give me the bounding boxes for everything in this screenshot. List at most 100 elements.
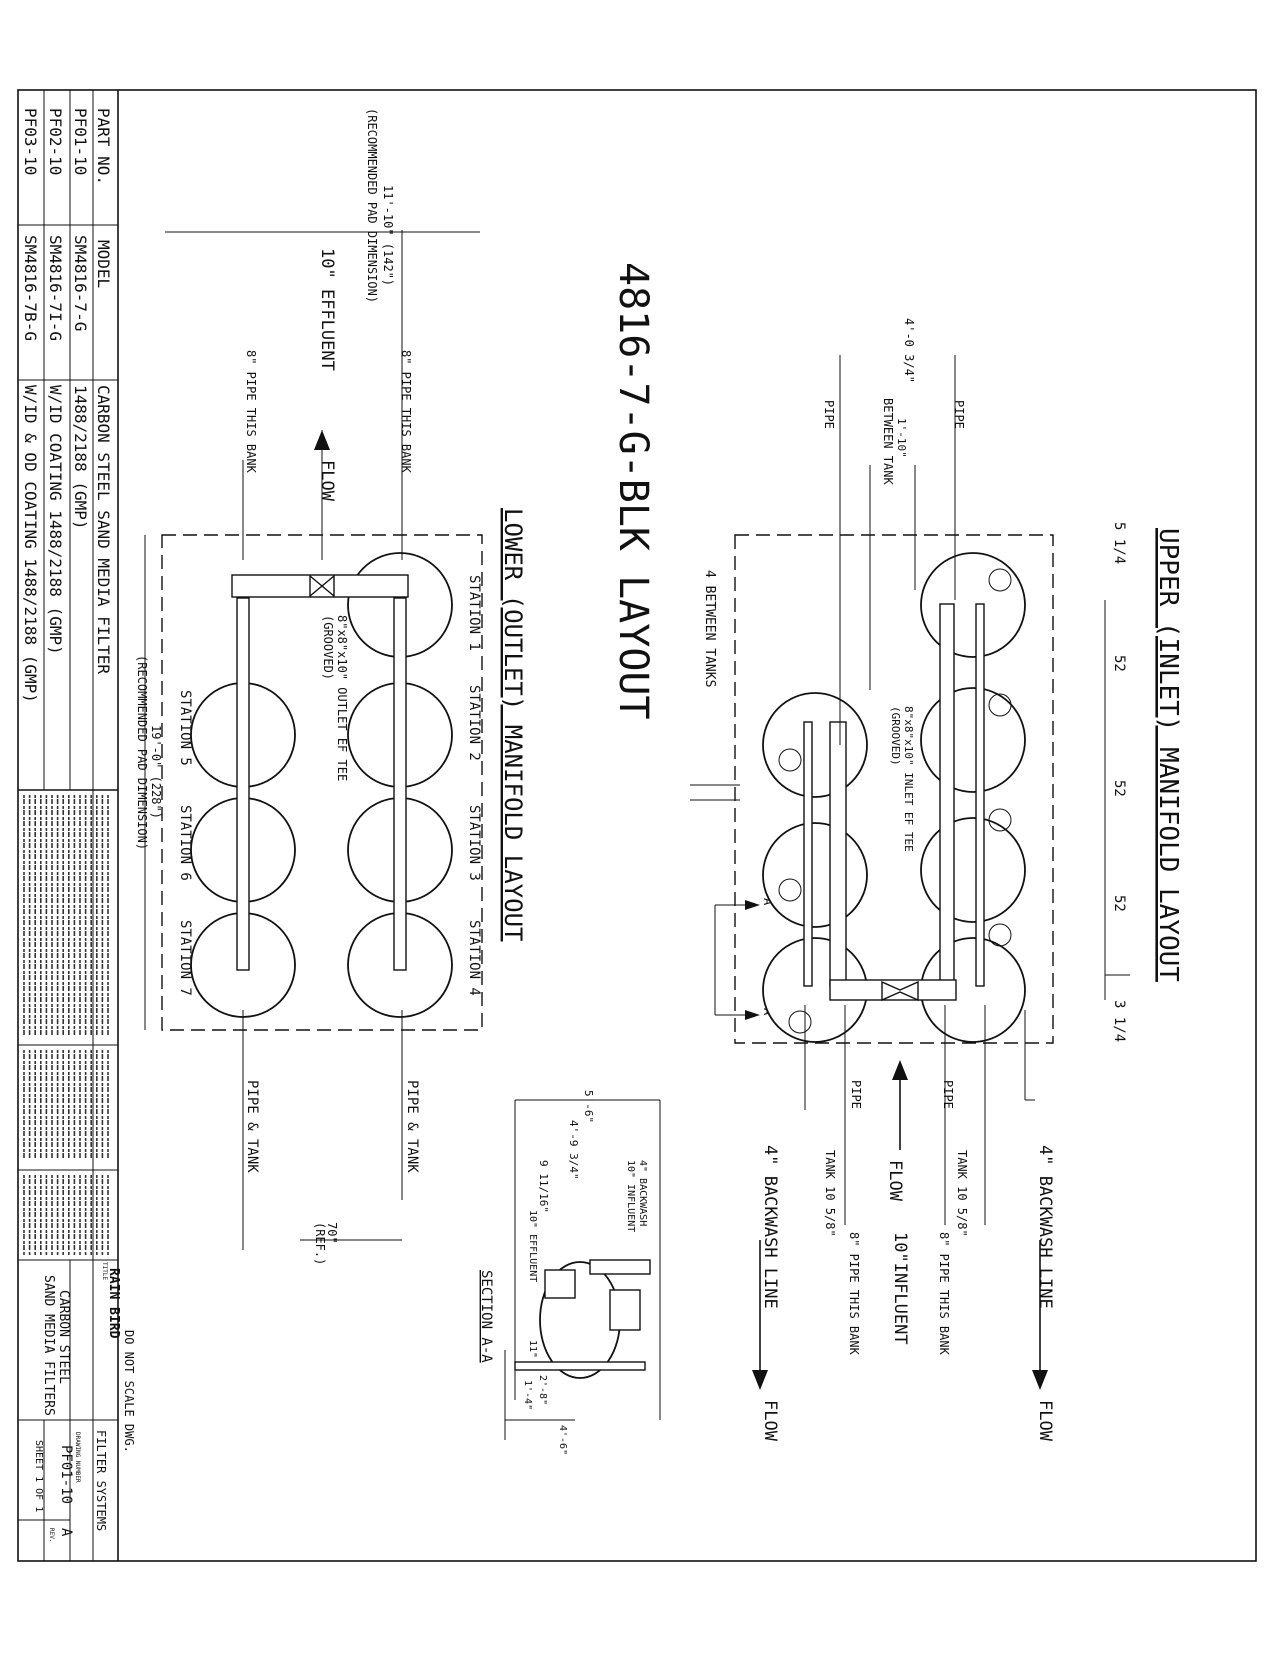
lower-flow: FLOW — [317, 460, 337, 502]
lower-pad-dimension-1: 11'-10" (142") — [381, 185, 395, 286]
title-block — [18, 90, 119, 1561]
lower-pad-dimension-2: (RECOMMENDED PAD DIMENSION) — [365, 108, 379, 303]
lower-pipe-bank-bot: 8" PIPE THIS BANK — [244, 350, 258, 474]
lower-title: LOWER (OUTLET) MANIFOLD LAYOUT — [499, 508, 527, 941]
upper-tank-10-top: TANK 10 5/8" — [955, 1150, 969, 1237]
upper-tank-1 — [920, 552, 1026, 658]
upper-backwash-bot: 4" BACKWASH LINE — [760, 1145, 780, 1309]
lower-pad-dimension-3: 19'-0" (228") — [149, 725, 163, 819]
lower-outlet-tee-2: (GROOVED) — [321, 615, 335, 680]
drawing-border — [17, 89, 1257, 1562]
upper-cl-pipe-1: PIPE — [952, 400, 966, 429]
section-dim-3: 9 11/16" — [537, 1160, 550, 1213]
upper-tank-5 — [762, 692, 868, 798]
title-line-2: SAND MEDIA FILTERS — [41, 1275, 56, 1416]
upper-tank-3 — [920, 817, 1026, 923]
section-dim-1: 5'-6" — [582, 1090, 595, 1123]
table-cell-part-no: PF02-10 — [46, 108, 65, 175]
section-dim-4: 11" — [527, 1340, 538, 1358]
upper-backwash-top: 4" BACKWASH LINE — [1035, 1145, 1055, 1309]
table-cell-part-no: PF01-10 — [71, 108, 90, 175]
section-backwash: 4" BACKWASH — [637, 1160, 648, 1226]
drawing-number: PF01-10 — [58, 1445, 74, 1504]
upper-dim-left: 5 1/4 — [1111, 522, 1127, 564]
filter-systems-label: FILTER SYSTEMS — [94, 1430, 108, 1531]
lower-manifold — [144, 230, 483, 1250]
upper-pipe8-bot: 8" PIPE THIS BANK — [847, 1232, 861, 1356]
revision: A — [58, 1528, 74, 1537]
section-effluent: 10" EFFLUENT — [527, 1210, 538, 1282]
upper-between-tanks-top: 4'-0 3/4" — [902, 318, 916, 383]
table-cell-model: SM4816-7-G — [71, 235, 90, 331]
upper-dim-52-c: 52 — [1111, 895, 1127, 912]
table-cell-description: W/ID & OD COATING 1488/2188 (GMP) — [21, 385, 40, 703]
section-dim-5: 2'-8" — [537, 1375, 548, 1405]
upper-tank-6 — [762, 822, 868, 928]
upper-dim-right: 3 1/4 — [1111, 1000, 1127, 1042]
lower-manifold-pipe-1 — [393, 597, 407, 971]
station-2-label: STATION 2 — [466, 685, 482, 761]
upper-influent: 10"INFLUENT — [890, 1232, 910, 1345]
upper-between-tank-label: BETWEEN TANK — [881, 398, 895, 485]
do-not-scale-note: DO NOT SCALE DWG. — [122, 1330, 136, 1453]
lower-pipe-tank-bot: PIPE & TANK — [244, 1080, 260, 1173]
inlet-tee — [881, 980, 919, 1002]
upper-inlet-tee-1: 8"x8"x10" INLET EF TEE — [902, 706, 915, 852]
section-dim-2: 4'-9 3/4" — [567, 1120, 580, 1180]
upper-four-between: 4 BETWEEN TANKS — [702, 570, 717, 687]
section-dim-6: 1'-4" — [522, 1380, 533, 1410]
table-cell-part-no: PF03-10 — [21, 108, 40, 175]
station-6-label: STATION 6 — [177, 805, 193, 881]
upper-title: UPPER (INLET) MANIFOLD LAYOUT — [1153, 528, 1183, 982]
table-header-model: MODEL — [94, 240, 113, 288]
title-label: TITLE — [101, 1262, 108, 1280]
station-1-label: STATION 1 — [466, 575, 482, 651]
table-cell-model: SM4816-7B-G — [21, 235, 40, 341]
section-title: SECTION A-A — [478, 1270, 494, 1363]
upper-dim-52-b: 52 — [1111, 780, 1127, 797]
station-7-label: STATION 7 — [177, 920, 193, 996]
section-dim-7: 4'-6" — [557, 1425, 568, 1455]
table-header-part-no: PART NO. — [94, 108, 113, 185]
upper-flow-bot: FLOW — [760, 1400, 780, 1442]
lower-manifold-pipe-2 — [236, 597, 250, 971]
upper-flow-mid: FLOW — [885, 1160, 905, 1202]
upper-pipe-right-2: PIPE — [849, 1080, 863, 1109]
upper-cl-pipe-2: PIPE — [822, 400, 836, 429]
lower-ref-label: (REF.) — [313, 1222, 327, 1265]
table-cell-model: SM4816-7I-G — [46, 235, 65, 341]
title-line-1: CARBON STEEL — [56, 1290, 71, 1384]
upper-manifold — [690, 355, 1130, 1390]
lower-pipe-tank-top: PIPE & TANK — [404, 1080, 420, 1173]
outlet-tee — [309, 574, 335, 598]
section-influent: 10" INFLUENT — [625, 1160, 636, 1232]
upper-tank-2 — [920, 687, 1026, 793]
station-3-label: STATION 3 — [466, 805, 482, 881]
sheet-number: SHEET 1 OF 1 — [33, 1440, 44, 1512]
upper-tank-10-bot: TANK 10 5/8" — [823, 1150, 837, 1237]
section-a-a — [504, 1099, 661, 1440]
drawing-number-label: DRAWING NUMBER — [74, 1432, 81, 1483]
upper-pipe8-top: 8" PIPE THIS BANK — [937, 1232, 951, 1356]
table-cell-description: 1488/2188 (GMP) — [71, 385, 90, 530]
upper-between-tanks-mid: 1'-10" — [895, 418, 908, 458]
lower-outlet-tee-1: 8"x8"x10" OUTLET EF TEE — [335, 615, 349, 781]
table-header-description: CARBON STEEL SAND MEDIA FILTER — [94, 385, 113, 674]
upper-inlet-tee-2: (GROOVED) — [889, 706, 902, 766]
upper-dim-52-a: 52 — [1111, 655, 1127, 672]
upper-pad-outline — [734, 534, 1054, 1044]
station-4-label: STATION 4 — [466, 920, 482, 996]
lower-pad-dimension-4: (RECOMMENDED PAD DIMENSION) — [135, 655, 149, 850]
station-5-label: STATION 5 — [177, 690, 193, 766]
revision-label: REV. — [48, 1528, 55, 1542]
drawing-title: 4816-7-G-BLK LAYOUT — [610, 262, 656, 720]
table-cell-description: W/ID COATING 1488/2188 (GMP) — [46, 385, 65, 655]
lower-ref-value: 70" — [325, 1222, 339, 1244]
upper-manifold-pipe-1 — [939, 603, 955, 987]
lower-effluent: 10" EFFLUENT — [317, 248, 337, 371]
lower-pipe-bank-top: 8" PIPE THIS BANK — [399, 350, 413, 474]
section-a-marker-1: A — [761, 898, 775, 906]
company-name: RAIN BIRD — [106, 1268, 121, 1339]
